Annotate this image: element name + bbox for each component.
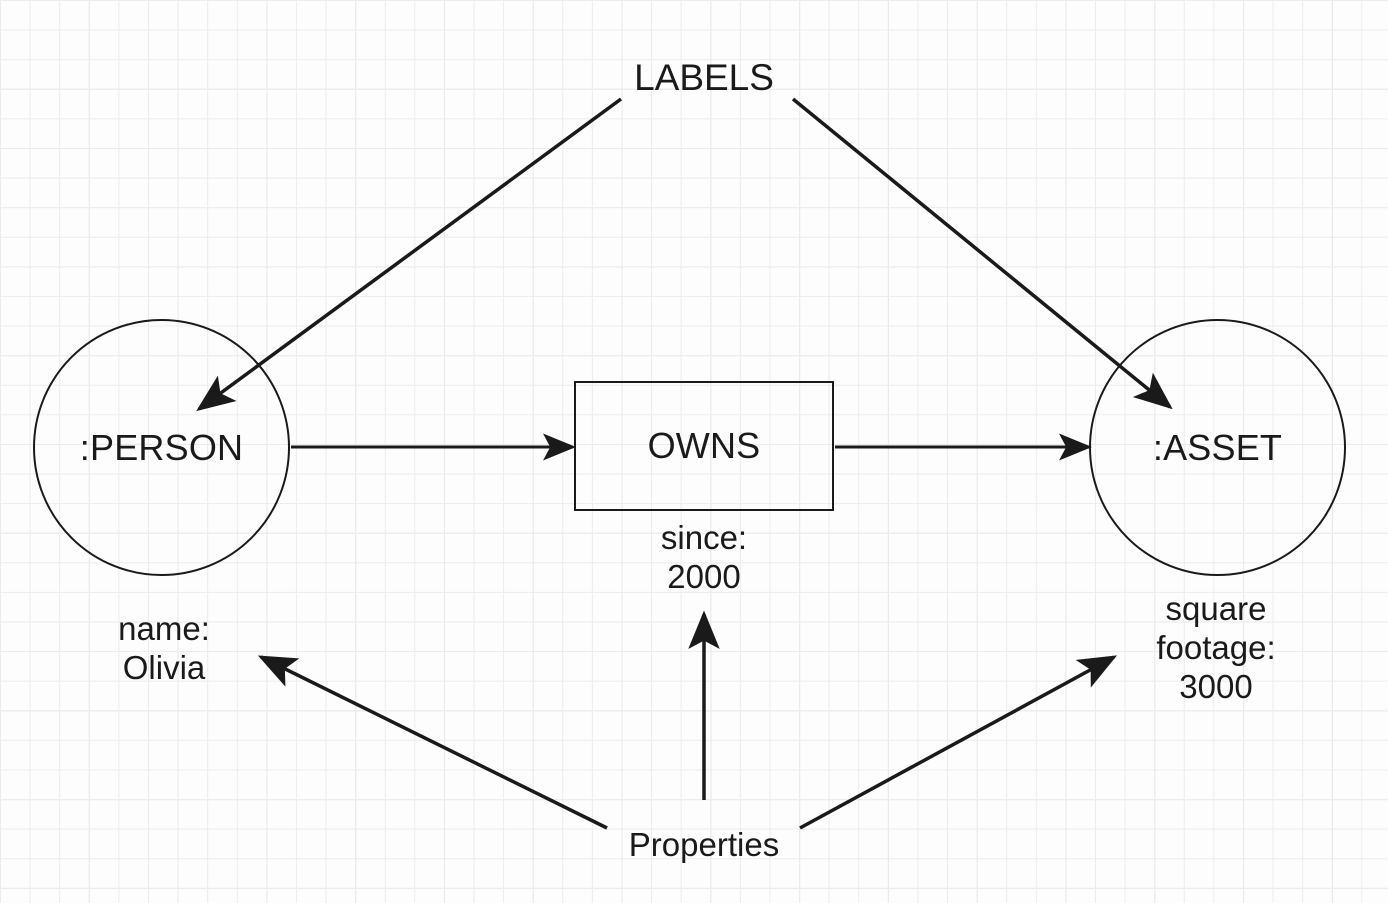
- node-owns-property-label: since: 2000: [660, 519, 748, 595]
- properties-title: Properties: [628, 826, 780, 863]
- node-owns[interactable]: OWNS: [574, 381, 834, 511]
- callout-properties-to-asset-property: [799, 655, 1118, 830]
- callout-labels-to-person: [196, 97, 623, 412]
- node-asset-label: :ASSET: [1152, 426, 1283, 468]
- node-person-label: :PERSON: [79, 426, 244, 468]
- node-person-property-label: name: Olivia: [118, 610, 210, 686]
- callout-properties-to-person-property: [257, 655, 608, 830]
- node-asset-property-label: square footage: 3000: [1156, 590, 1276, 705]
- node-asset[interactable]: :ASSET: [1089, 319, 1346, 576]
- callout-labels-to-asset: [791, 97, 1173, 410]
- node-person[interactable]: :PERSON: [33, 319, 290, 576]
- node-owns-label: OWNS: [647, 425, 761, 467]
- labels-title: LABELS: [634, 57, 774, 98]
